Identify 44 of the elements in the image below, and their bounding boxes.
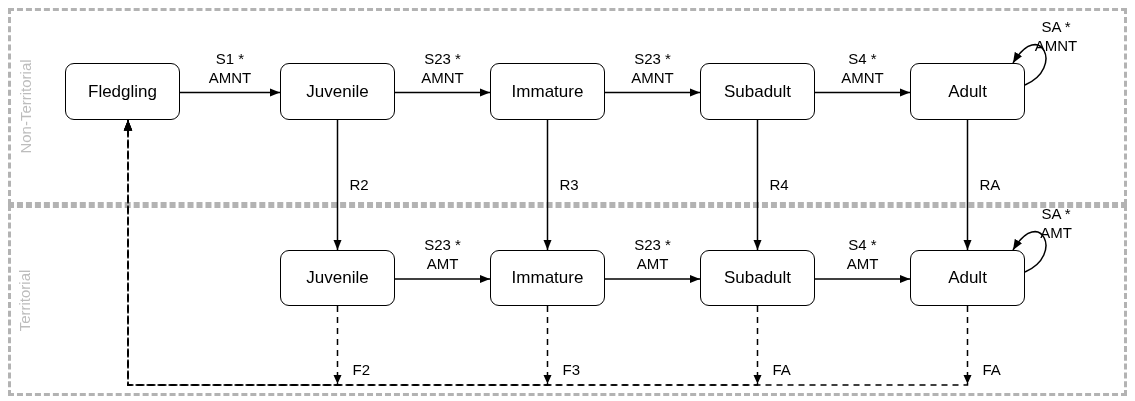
edge-label: SA * AMT bbox=[1039, 204, 1073, 242]
loop-arrow bbox=[1012, 231, 1047, 273]
region-label: Territorial bbox=[16, 269, 34, 332]
edge-label: S4 * AMT bbox=[845, 235, 880, 273]
loop-arrow bbox=[1012, 44, 1047, 86]
edge-label: R4 bbox=[769, 175, 790, 194]
edge-label: S23 * AMNT bbox=[420, 48, 465, 87]
arrow bbox=[814, 88, 911, 97]
edge-label: R2 bbox=[349, 175, 370, 194]
edge-label: S23 * AMNT bbox=[630, 48, 675, 87]
arrow bbox=[604, 274, 701, 284]
edge-label: F2 bbox=[352, 360, 371, 379]
stage-box: Adult bbox=[910, 250, 1025, 306]
edge-label: F3 bbox=[562, 360, 581, 379]
stage-box: Subadult bbox=[700, 63, 815, 120]
edge-label: S4 * AMNT bbox=[840, 48, 885, 87]
arrow bbox=[963, 119, 972, 251]
stage-box: Juvenile bbox=[280, 63, 395, 120]
stage-box: Immature bbox=[490, 250, 605, 306]
edge-label: S1 * AMNT bbox=[207, 48, 253, 87]
arrow bbox=[179, 88, 281, 97]
stage-box: Fledgling bbox=[65, 63, 180, 120]
stage-box: Subadult bbox=[700, 250, 815, 306]
stage-box: Juvenile bbox=[280, 250, 395, 306]
edge-label: FA bbox=[982, 360, 1002, 379]
arrow bbox=[333, 119, 342, 251]
edge-label: R3 bbox=[559, 175, 580, 194]
region-band bbox=[8, 8, 1127, 205]
stage-box: Adult bbox=[910, 63, 1025, 120]
arrow bbox=[753, 119, 762, 251]
edge-label: FA bbox=[772, 360, 792, 379]
edge-label: RA bbox=[979, 175, 1002, 194]
arrow bbox=[814, 274, 911, 284]
edge-label: S23 * AMT bbox=[423, 235, 462, 273]
arrow bbox=[394, 88, 491, 97]
edge-label: S23 * AMT bbox=[633, 235, 672, 273]
arrow bbox=[604, 88, 701, 97]
arrow bbox=[394, 274, 491, 284]
region-band bbox=[8, 205, 1127, 396]
arrow bbox=[543, 119, 552, 251]
dashed-arrow bbox=[123, 119, 969, 386]
region-label: Non-Territorial bbox=[16, 59, 34, 154]
edge-label: SA * AMNT bbox=[1033, 17, 1079, 55]
stage-box: Immature bbox=[490, 63, 605, 120]
